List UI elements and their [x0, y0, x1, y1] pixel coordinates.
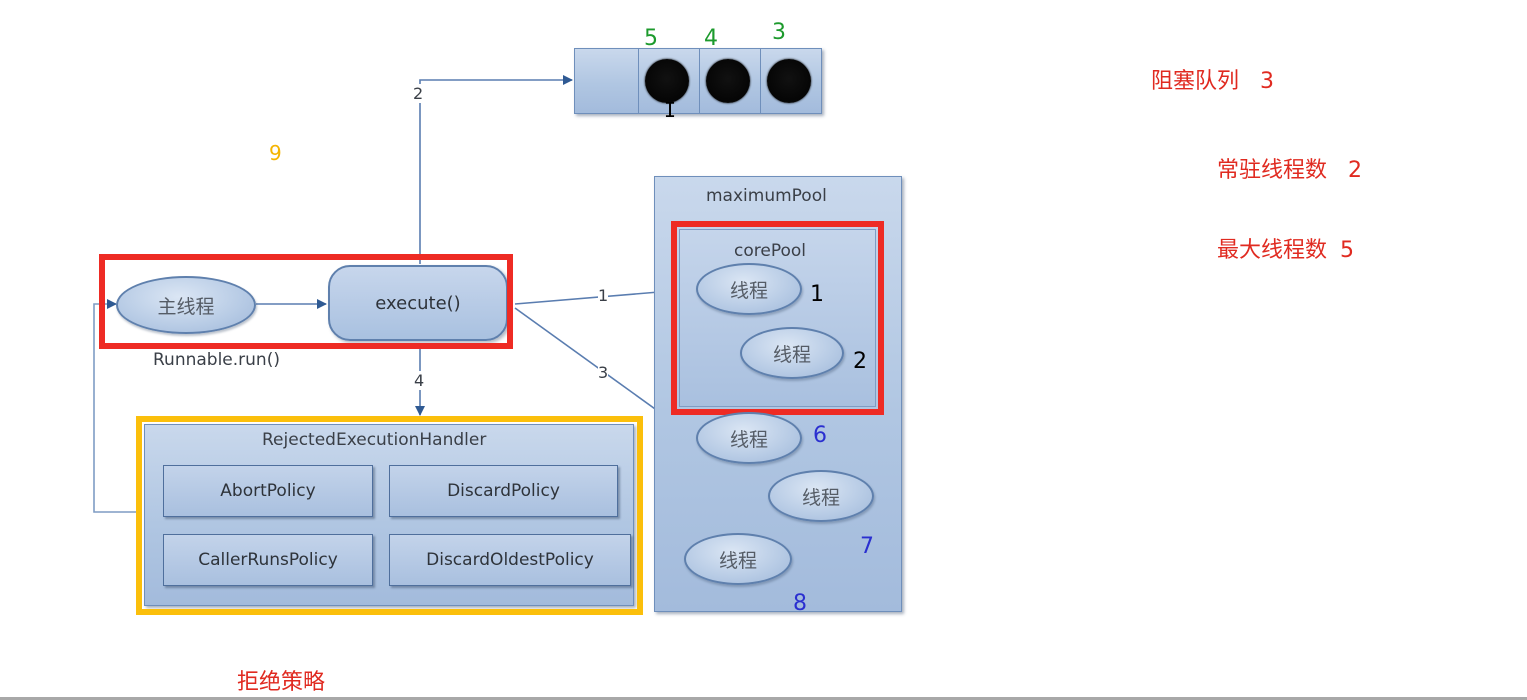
thread-label: 线程: [729, 428, 768, 451]
core-thread-node: 线程: [696, 263, 802, 315]
edge-label-2: 2: [413, 84, 424, 103]
main-thread-label: 主线程: [157, 295, 215, 318]
queue-slot: [639, 49, 700, 113]
edge-2-to-queue: [419, 75, 573, 264]
maximum-pool-title: maximumPool: [706, 186, 827, 206]
extra-thread-node: 线程: [696, 412, 802, 464]
policy-discard: DiscardPolicy: [389, 465, 618, 517]
thread-label: 线程: [801, 486, 840, 509]
main-thread-node: 主线程: [116, 276, 256, 334]
highlight-rejected-handler: [136, 416, 643, 615]
rejected-handler-title: RejectedExecutionHandler: [262, 430, 487, 450]
queued-task-icon: [645, 59, 689, 103]
text-cursor-icon: I: [664, 98, 677, 122]
queued-task-icon: [767, 59, 811, 103]
thread-label: 线程: [729, 279, 768, 302]
policy-caller-runs: CallerRunsPolicy: [163, 534, 373, 586]
policy-abort: AbortPolicy: [163, 465, 373, 517]
queue-number: 3: [772, 20, 786, 45]
note-label: 常驻线程数: [1217, 158, 1328, 183]
note-value: 2: [1348, 158, 1363, 183]
policy-label: DiscardOldestPolicy: [426, 550, 594, 570]
thread-label: 线程: [718, 549, 757, 572]
queue-number: 4: [704, 26, 718, 51]
extra-thread-number: 6: [813, 423, 827, 448]
note-value: 3: [1260, 69, 1275, 94]
queued-task-icon: [706, 59, 750, 103]
note-core-threads: 常驻线程数 2: [1217, 152, 1362, 184]
bottom-divider: [0, 697, 1527, 700]
annotation-nine: 9: [269, 141, 282, 165]
policy-label: DiscardPolicy: [447, 481, 560, 501]
thread-label: 线程: [772, 343, 811, 366]
edge-label-3: 3: [598, 363, 609, 382]
note-blocking-queue: 阻塞队列 3: [1151, 63, 1274, 95]
policy-discard-oldest: DiscardOldestPolicy: [389, 534, 631, 586]
note-reject-policy: 拒绝策略: [237, 670, 326, 695]
policy-label: AbortPolicy: [220, 481, 316, 501]
highlight-main-execute: [99, 254, 513, 349]
policy-label: CallerRunsPolicy: [198, 550, 338, 570]
note-label: 最大线程数: [1217, 238, 1328, 263]
queue-number: 5: [644, 26, 658, 51]
note-value: 5: [1340, 238, 1355, 263]
edge-label-1: 1: [598, 286, 609, 305]
core-pool-title: corePool: [734, 241, 806, 261]
queue-slot-empty: [575, 49, 639, 113]
extra-thread-node: 线程: [684, 533, 792, 585]
queue-slot: [700, 49, 761, 113]
runnable-run-label: Runnable.run(): [153, 350, 280, 370]
core-thread-number: 2: [853, 349, 867, 374]
note-label: 阻塞队列: [1151, 69, 1240, 94]
highlight-core-pool: [671, 221, 884, 415]
execute-node: execute(): [328, 265, 508, 341]
extra-thread-node: 线程: [768, 470, 874, 522]
note-max-threads: 最大线程数 5: [1217, 232, 1354, 264]
extra-thread-number: 7: [860, 534, 874, 559]
core-thread-node: 线程: [740, 327, 844, 379]
blocking-queue: [574, 48, 822, 114]
core-thread-number: 1: [810, 282, 824, 307]
edge-label-4: 4: [414, 371, 425, 390]
extra-thread-number: 8: [793, 591, 807, 616]
execute-label: execute(): [375, 292, 461, 314]
